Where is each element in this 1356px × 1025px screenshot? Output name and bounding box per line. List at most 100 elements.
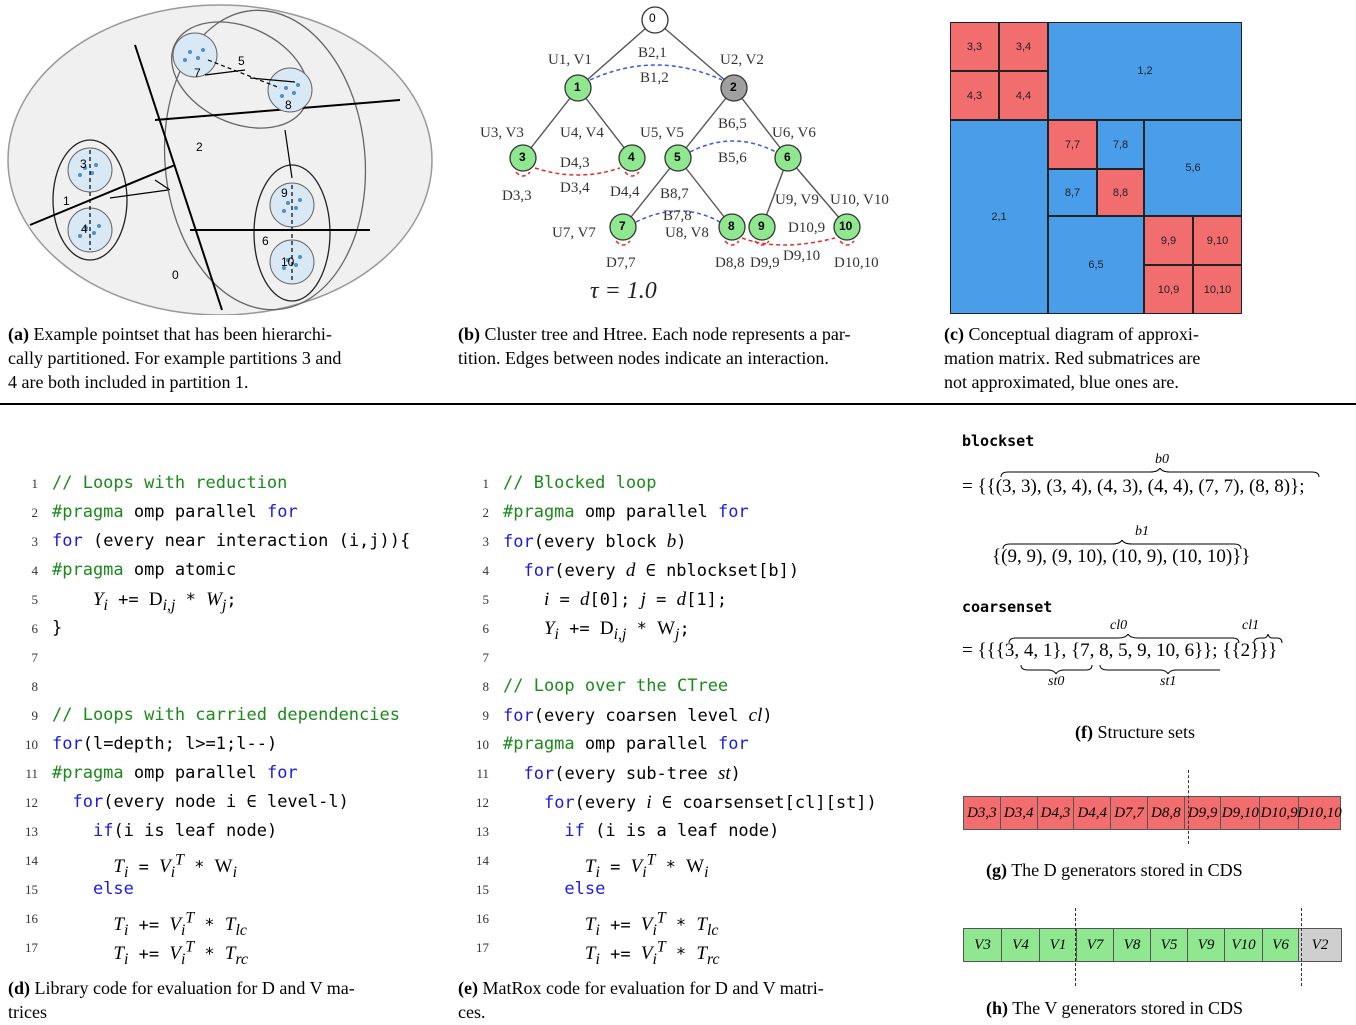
caption-f-text: Structure sets [1097, 722, 1195, 742]
v-cell: V4 [1002, 929, 1040, 961]
code-e-line-10: #pragma omp parallel for [503, 734, 749, 754]
d-cell: D8,8 [1148, 797, 1185, 829]
label-d34: D3,4 [560, 180, 590, 196]
cluster-tree [509, 6, 861, 246]
d-cell: D9,10 [1221, 797, 1261, 829]
tree-node-3: 3 [519, 150, 526, 164]
label-b78: B7,8 [663, 208, 692, 224]
matrix-cell-3-3: 3,3 [950, 22, 999, 71]
label-b65: B6,5 [718, 116, 747, 132]
d-cell: D10,9 [1260, 797, 1299, 829]
b1-label: b1 [1135, 524, 1149, 539]
caption-d: (d) Library code for evaluation for D an… [8, 976, 448, 1024]
label-u4v4: U4, V4 [560, 125, 604, 141]
b1-brace [1002, 540, 1242, 550]
tau-label: τ = 1.0 [590, 278, 657, 304]
label-d1010: D10,10 [834, 255, 879, 271]
structure-sets: blockset b0 = {{(3, 3), (3, 4), (4, 3), … [960, 428, 1350, 698]
label-d43: D4,3 [560, 155, 590, 171]
code-d-line-6: } [52, 618, 63, 638]
cl0-label: cl0 [1110, 618, 1128, 633]
blockset-title: blockset [962, 432, 1035, 450]
code-e-line-5: i = d[0]; j = d[1]; [543, 589, 728, 610]
caption-g: (g) The D generators stored in CDS [986, 858, 1243, 882]
tree-node-2: 2 [730, 80, 737, 94]
caption-b-line-1: Cluster tree and Htree. Each node repres… [484, 324, 851, 344]
label-u5v5: U5, V5 [640, 125, 684, 141]
tree-node-9: 9 [758, 219, 765, 233]
label-d99: D9,9 [750, 255, 780, 271]
b1-set: {(9, 9), (9, 10), (10, 9), (10, 10)}} [992, 546, 1251, 567]
label-d910: D9,10 [783, 248, 821, 264]
caption-g-text: The D generators stored in CDS [1011, 860, 1243, 880]
label-d109: D10,9 [788, 220, 826, 236]
d-cell: D3,4 [1001, 797, 1038, 829]
matrox-code-listing: 1// Blocked loop 2#pragma omp parallel f… [465, 469, 925, 969]
code-d-line-14: Ti = ViT * Wi [113, 852, 238, 882]
code-e-line-16: Ti += ViT * Tlc [584, 910, 719, 940]
label-u7v7: U7, V7 [552, 225, 596, 241]
caption-c: (c) Conceptual diagram of approxi- matio… [944, 322, 1274, 394]
code-e-line-8: // Loop over the CTree [503, 676, 729, 696]
caption-a-line-1: Example pointset that has been hierarchi… [33, 324, 332, 344]
st-braces [1020, 664, 1220, 674]
v-cell: V8 [1114, 929, 1151, 961]
matrix-cell-10-10: 10,10 [1193, 265, 1242, 314]
tree-node-4: 4 [628, 150, 635, 164]
label-u6v6: U6, V6 [772, 125, 816, 141]
v-cell: V3 [964, 929, 1002, 961]
code-d-line-2: #pragma omp parallel for [52, 502, 298, 522]
label-b87: B8,7 [660, 186, 689, 202]
label-u8v8: U8, V8 [665, 225, 709, 241]
partition-label-0: 0 [172, 268, 179, 282]
caption-a-label: (a) [8, 324, 29, 344]
matrix-cell-5-6: 5,6 [1144, 120, 1242, 216]
v-cell: V10 [1225, 929, 1263, 961]
caption-f: (f) Structure sets [1075, 720, 1195, 744]
matrix-cell-8-8: 8,8 [1097, 169, 1144, 216]
code-e-line-6: Yi += Di,j * Wj; [543, 618, 690, 643]
code-e-line-9: for(every coarsen level cl) [503, 705, 773, 726]
coarsenset-title: coarsenset [962, 598, 1053, 616]
tree-node-6: 6 [784, 150, 791, 164]
partition-label-2: 2 [196, 140, 203, 154]
panel-a-figure: 0 1 2 3 4 5 6 7 8 9 10 [0, 0, 440, 316]
caption-c-label: (c) [944, 324, 964, 344]
partition-label-9: 9 [281, 186, 288, 200]
caption-d-line-1: Library code for evaluation for D and V … [34, 978, 355, 998]
d-cell: D7,7 [1111, 797, 1148, 829]
caption-a-line-3: 4 are both included in partition 1. [8, 372, 249, 392]
partition-label-4: 4 [81, 222, 88, 236]
label-d33: D3,3 [502, 188, 532, 204]
label-b21: B2,1 [638, 45, 667, 61]
code-e-line-11: for(every sub-tree st) [523, 763, 741, 784]
library-code-listing: 1// Loops with reduction 2#pragma omp pa… [14, 469, 454, 969]
code-d-line-13: if(i is leaf node) [92, 821, 278, 841]
d-cell: D3,3 [964, 797, 1001, 829]
code-d-line-4: #pragma omp atomic [52, 560, 237, 580]
code-d-line-1: // Loops with reduction [52, 473, 288, 493]
caption-b-line-2: tition. Edges between nodes indicate an … [458, 348, 829, 368]
label-u1v1: U1, V1 [548, 52, 592, 68]
panel-b-figure: 0 1 2 3 4 5 6 7 8 9 10 U1, V1 U2, V2 B2,… [480, 0, 910, 315]
matrix-cell-9-10: 9,10 [1193, 216, 1242, 265]
code-e-line-1: // Blocked loop [503, 473, 657, 493]
partition-label-10: 10 [281, 255, 295, 269]
partition-label-5: 5 [238, 54, 245, 68]
b0-label: b0 [1155, 452, 1169, 467]
caption-e-line-2: ces. [458, 1002, 486, 1022]
partition-label-3: 3 [80, 157, 87, 171]
code-d-line-5: Yi += Di,j * Wj; [92, 589, 237, 614]
caption-e: (e) MatRox code for evaluation for D and… [458, 976, 918, 1024]
section-divider [0, 403, 1356, 405]
tree-node-8: 8 [728, 219, 735, 233]
matrix-cell-10-9: 10,9 [1144, 265, 1193, 314]
d-generators-array: D3,3 D3,4 D4,3 D4,4 D7,7 D8,8 D9,9 D9,10… [963, 796, 1342, 830]
tree-node-5: 5 [674, 150, 681, 164]
caption-a-line-2: cally partitioned. For example partition… [8, 348, 342, 368]
caption-e-label: (e) [458, 978, 478, 998]
v-cell: V6 [1263, 929, 1299, 961]
code-e-line-12: for(every i ∈ coarsenset[cl][st]) [543, 792, 877, 813]
code-d-line-10: for(l=depth; l>=1;l--) [52, 734, 278, 754]
code-e-line-14: Ti = ViT * Wi [584, 852, 709, 882]
